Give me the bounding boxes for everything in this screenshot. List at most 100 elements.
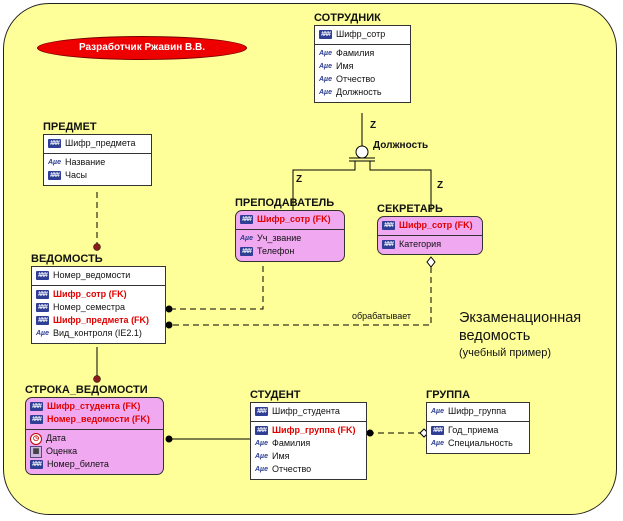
attribute-row[interactable]: Aµe Специальность bbox=[431, 437, 525, 450]
attribute-row[interactable]: ### Шифр_студента bbox=[255, 405, 362, 418]
attribute-row[interactable]: ### Шифр_сотр (FK) bbox=[240, 213, 340, 226]
optional-diamond bbox=[426, 256, 436, 268]
entity-title: ВЕДОМОСТЬ bbox=[31, 253, 103, 265]
attributes-section: Aµe Название ###Часы bbox=[44, 154, 151, 185]
attribute-icon: Aµe bbox=[319, 63, 332, 70]
attribute-name: Отчество bbox=[272, 464, 312, 474]
attribute-name: Шифр_группа (FK) bbox=[272, 425, 356, 435]
attribute-row[interactable]: Aµe Название bbox=[48, 156, 147, 169]
attributes-section: ###Шифр_сотр (FK)###Номер_семестра###Шиф… bbox=[32, 286, 165, 343]
subtype-circle bbox=[355, 145, 369, 159]
attribute-row[interactable]: ###Телефон bbox=[240, 245, 340, 258]
cardinality-dot bbox=[165, 321, 173, 329]
attribute-name: Шифр_студента bbox=[272, 406, 340, 416]
attribute-name: Шифр_сотр (FK) bbox=[257, 214, 331, 224]
attribute-row[interactable]: Aµe Имя bbox=[319, 60, 406, 73]
attribute-icon: Aµe bbox=[240, 235, 253, 242]
attribute-name: Имя bbox=[336, 61, 354, 71]
attributes-section: ◷Дата▦Оценка ### Номер_билета bbox=[26, 430, 163, 474]
relationship-label: обрабатывает bbox=[352, 311, 412, 321]
attribute-row[interactable]: ###Шифр_сотр (FK) bbox=[382, 219, 478, 232]
attribute-name: Название bbox=[65, 157, 106, 167]
cardinality-dot bbox=[165, 305, 173, 313]
key-icon: ### bbox=[36, 316, 49, 325]
key-icon: ### bbox=[240, 215, 253, 224]
attribute-name: Номер_семестра bbox=[53, 302, 126, 312]
attribute-row[interactable]: ###Номер_ведомости (FK) bbox=[30, 413, 159, 426]
attribute-name: Шифр_студента (FK) bbox=[47, 401, 141, 411]
key-icon: ### bbox=[255, 426, 268, 435]
attribute-row[interactable]: ###Год_приема bbox=[431, 424, 525, 437]
link-prepodavatel-vedomost bbox=[172, 266, 264, 310]
attribute-row[interactable]: ###Часы bbox=[48, 169, 147, 182]
key-icon: ### bbox=[30, 415, 43, 424]
key-icon: ### bbox=[255, 407, 268, 416]
entity-title: ПРЕПОДАВАТЕЛЬ bbox=[235, 197, 335, 209]
caption-line2: ведомость bbox=[459, 328, 531, 344]
attribute-row[interactable]: ###Номер_семестра bbox=[36, 301, 161, 314]
attribute-name: Специальность bbox=[448, 438, 513, 448]
link-sekretar-vedomost bbox=[172, 267, 432, 326]
attribute-name: Часы bbox=[65, 170, 87, 180]
attribute-icon: Aµe bbox=[431, 440, 444, 447]
key-icon: ### bbox=[48, 139, 61, 148]
primary-key-section: ###Номер_ведомости bbox=[32, 267, 165, 286]
key-icon: ### bbox=[30, 402, 43, 411]
key-icon: ### bbox=[382, 221, 395, 230]
attributes-section: ###Категория bbox=[378, 236, 482, 254]
key-icon: ### bbox=[36, 290, 49, 299]
key-icon: ### bbox=[382, 240, 395, 249]
attribute-name: Шифр_предмета bbox=[65, 138, 136, 148]
entity-title: ГРУППА bbox=[426, 389, 471, 401]
attribute-row[interactable]: ### Номер_билета bbox=[30, 458, 159, 471]
cardinality-dot bbox=[366, 429, 374, 437]
attribute-icon: Aµe bbox=[319, 89, 332, 96]
discriminator-label: Должность bbox=[373, 140, 429, 151]
attribute-name: Фамилия bbox=[272, 438, 311, 448]
attribute-name: Оценка bbox=[46, 446, 78, 456]
cardinality-dot bbox=[93, 243, 101, 251]
entity-box: ###Шифр_сотр (FK) ###Категория bbox=[377, 216, 483, 255]
attribute-row[interactable]: ◷Дата bbox=[30, 432, 159, 445]
attribute-name: Шифр_сотр (FK) bbox=[53, 289, 127, 299]
key-icon: ### bbox=[319, 30, 332, 39]
z-label: Z bbox=[296, 174, 303, 185]
entity-title: СТРОКА_ВЕДОМОСТИ bbox=[25, 384, 148, 396]
attribute-row[interactable]: ### Шифр_студента (FK) bbox=[30, 400, 159, 413]
key-icon: ### bbox=[36, 271, 49, 280]
attribute-row[interactable]: ###Номер_ведомости bbox=[36, 269, 161, 282]
key-icon: ### bbox=[431, 426, 444, 435]
attribute-name: Номер_билета bbox=[47, 459, 109, 469]
attribute-row[interactable]: ###Шифр_сотр bbox=[319, 28, 406, 41]
attribute-row[interactable]: ▦Оценка bbox=[30, 445, 159, 458]
caption-line3: (учебный пример) bbox=[459, 347, 552, 359]
primary-key-section: ### Шифр_сотр (FK) bbox=[236, 211, 344, 230]
primary-key-section: ### Шифр_предмета bbox=[44, 135, 151, 154]
attribute-row[interactable]: ###Шифр_предмета (FK) bbox=[36, 314, 161, 327]
attribute-icon: Aµe bbox=[48, 159, 61, 166]
attribute-row[interactable]: ### Шифр_предмета bbox=[48, 137, 147, 150]
attribute-row[interactable]: ###Категория bbox=[382, 238, 478, 251]
entity-title: ПРЕДМЕТ bbox=[43, 121, 97, 133]
attribute-row[interactable]: ### Шифр_группа (FK) bbox=[255, 424, 362, 437]
z-label: Z bbox=[437, 180, 444, 191]
key-icon: ### bbox=[30, 460, 43, 469]
attribute-row[interactable]: ### Шифр_сотр (FK) bbox=[36, 288, 161, 301]
cardinality-dot bbox=[93, 375, 101, 383]
entity-title: СЕКРЕТАРЬ bbox=[377, 203, 443, 215]
subtype-link-sekretar bbox=[369, 161, 432, 212]
